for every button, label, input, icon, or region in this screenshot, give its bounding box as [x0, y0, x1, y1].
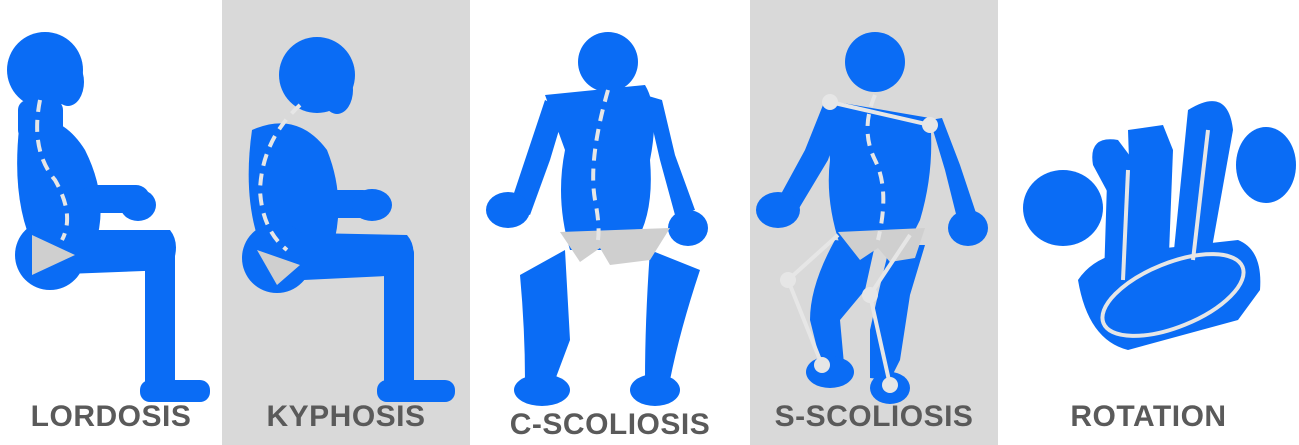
- figure-label-c-scoliosis: C-SCOLIOSIS: [470, 408, 750, 442]
- figure-label-rotation: ROTATION: [998, 400, 1299, 434]
- panel-c-scoliosis: C-SCOLIOSIS: [470, 0, 750, 445]
- lordosis-figure: [0, 0, 222, 445]
- panel-s-scoliosis: S-SCOLIOSIS: [750, 0, 998, 445]
- figure-label-lordosis: LORDOSIS: [0, 400, 222, 434]
- figure-label-kyphosis: KYPHOSIS: [222, 400, 470, 434]
- figure-label-s-scoliosis: S-SCOLIOSIS: [750, 400, 998, 434]
- panel-lordosis: LORDOSIS: [0, 0, 222, 445]
- rotation-figure: [998, 0, 1299, 445]
- panel-rotation: ROTATION: [998, 0, 1299, 445]
- kyphosis-figure: [222, 0, 470, 445]
- c-scoliosis-figure: [470, 0, 750, 445]
- s-scoliosis-figure: [750, 0, 998, 445]
- panel-kyphosis: KYPHOSIS: [222, 0, 470, 445]
